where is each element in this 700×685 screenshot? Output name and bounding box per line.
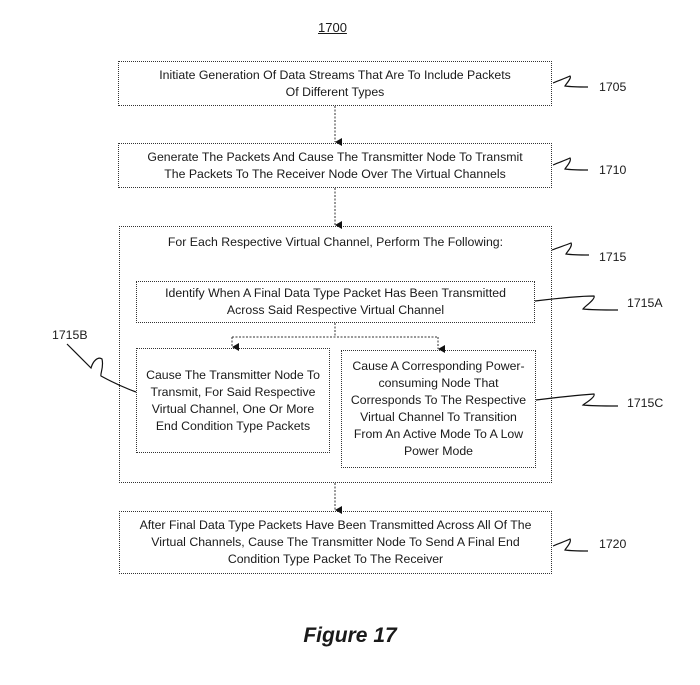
- step-1715a-box: Identify When A Final Data Type Packet H…: [136, 281, 535, 323]
- leader-1705: [552, 75, 589, 88]
- step-1715-text: For Each Respective Virtual Channel, Per…: [167, 235, 504, 249]
- ref-1710: 1710: [599, 163, 627, 177]
- step-1715c-text: Cause A Corresponding Power-consuming No…: [350, 359, 527, 458]
- step-1705-text: Initiate Generation Of Data Streams That…: [159, 67, 511, 99]
- ref-1715: 1715: [599, 250, 627, 264]
- figure-number: 1700: [318, 20, 347, 35]
- step-1710-text: Generate The Packets And Cause The Trans…: [147, 149, 523, 181]
- figure-caption: Figure 17: [303, 624, 397, 647]
- step-1715c-box: Cause A Corresponding Power-consuming No…: [341, 350, 536, 468]
- step-1710-box: Generate The Packets And Cause The Trans…: [118, 143, 552, 188]
- ref-1715c: 1715C: [627, 396, 664, 410]
- ref-1715b: 1715B: [52, 328, 88, 342]
- ref-1705: 1705: [599, 80, 627, 94]
- leader-1710: [552, 157, 589, 171]
- ref-1715a: 1715A: [627, 296, 663, 310]
- step-1705-box: Initiate Generation Of Data Streams That…: [118, 61, 552, 106]
- step-1720-box: After Final Data Type Packets Have Been …: [119, 511, 552, 574]
- ref-1720: 1720: [599, 537, 627, 551]
- step-1715a-text: Identify When A Final Data Type Packet H…: [165, 286, 506, 317]
- step-1715b-box: Cause The Transmitter Node To Transmit, …: [136, 348, 330, 453]
- leader-1715: [551, 242, 590, 256]
- step-1720-text: After Final Data Type Packets Have Been …: [139, 518, 532, 566]
- leader-1720: [552, 538, 589, 552]
- step-1715b-text: Cause The Transmitter Node To Transmit, …: [146, 367, 320, 433]
